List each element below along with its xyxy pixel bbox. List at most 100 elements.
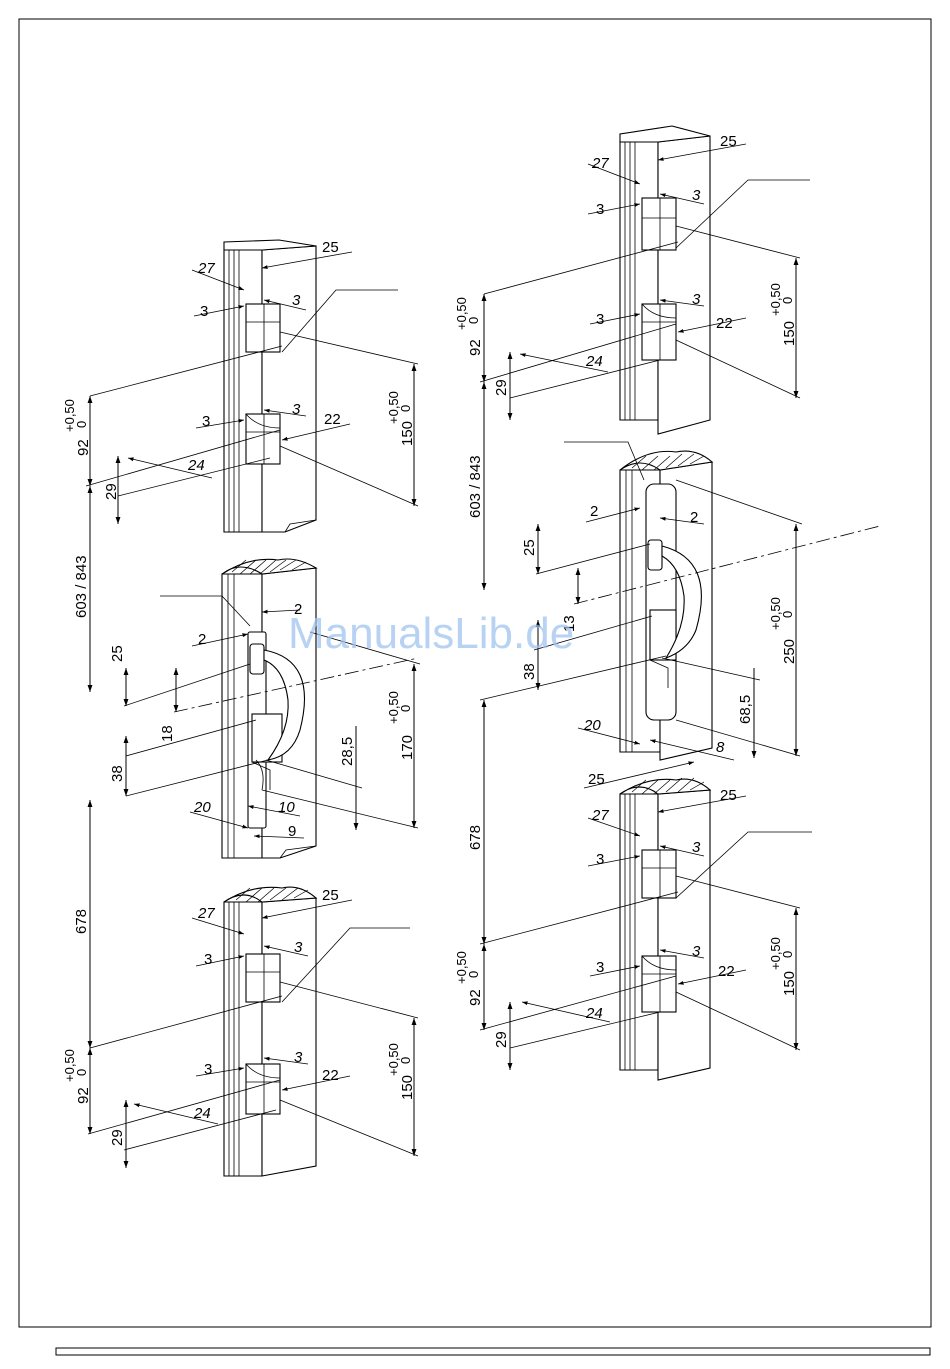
dim-29: 29	[109, 1129, 126, 1146]
tol-top: +0,50	[768, 283, 783, 316]
dim-3: 3	[294, 1049, 303, 1066]
dim-3: 3	[692, 839, 701, 856]
tol-bottom: 0	[398, 1057, 413, 1064]
right-dim-603: 603 / 843	[467, 382, 487, 590]
right-bottom-keeper-dimensions: 25 27 3 3 3 3 22 24 150 +0,50 0 92 +0,50…	[454, 787, 812, 1070]
dim-2: 2	[590, 503, 598, 520]
dim-24: 24	[193, 1105, 211, 1122]
dim-92: 92	[467, 989, 484, 1006]
dim-24: 24	[585, 1005, 603, 1022]
tol-top: +0,50	[386, 1043, 401, 1076]
right-center-dimensions: 2 2 25 13 38 68,5 250 +0,50 0 20 8 25	[479, 441, 881, 789]
left-center-part	[221, 558, 318, 859]
dim-8: 8	[716, 739, 725, 756]
dim-27: 27	[197, 905, 215, 922]
dim-2: 2	[690, 509, 698, 526]
dim-25: 25	[521, 539, 538, 556]
tol-bottom: 0	[74, 1069, 89, 1076]
left-top-keeper	[223, 239, 317, 533]
dim-678: 678	[73, 909, 90, 934]
tol-bottom: 0	[780, 951, 795, 958]
tol-top: +0,50	[768, 597, 783, 630]
watermark: ManualsLib.de	[288, 609, 574, 658]
right-center-part	[619, 450, 714, 761]
dim-29: 29	[493, 379, 510, 396]
dim-3: 3	[596, 201, 604, 218]
tol-top: +0,50	[386, 691, 401, 724]
dim-150: 150	[781, 971, 798, 996]
dim-27: 27	[197, 260, 215, 277]
tol-bottom: 0	[398, 405, 413, 412]
dim-3: 3	[202, 413, 210, 430]
right-top-keeper-dimensions: 25 27 3 3 3 3 22 24 150 +0,50 0 92 +0,50…	[454, 133, 810, 420]
dim-2: 2	[294, 601, 302, 618]
dim-678: 678	[467, 825, 484, 850]
tol-top: +0,50	[62, 1049, 77, 1082]
dim-3: 3	[204, 951, 212, 968]
right-top-keeper	[619, 125, 711, 435]
tol-top: +0,50	[768, 937, 783, 970]
dim-20: 20	[193, 799, 211, 816]
dim-9: 9	[288, 823, 296, 840]
left-top-keeper-dimensions: 25 27 3 3 3 3 22 24 150 +0,50 0 92 +0,50…	[62, 239, 419, 524]
right-bottom-keeper	[619, 777, 712, 1081]
tol-bottom: 0	[780, 297, 795, 304]
left-bottom-keeper-dimensions: 25 27 3 3 3 3 22 24 150 +0,50 0 92 +0,50…	[62, 887, 419, 1168]
dim-3: 3	[596, 851, 604, 868]
dim-68-5: 68,5	[737, 695, 754, 724]
dim-24: 24	[585, 353, 603, 370]
dim-92: 92	[75, 439, 92, 456]
dim-3: 3	[596, 959, 604, 976]
tol-bottom: 0	[398, 705, 413, 712]
tol-top: +0,50	[454, 951, 469, 984]
left-dim-603: 603 / 843	[73, 486, 93, 692]
dim-603-843: 603 / 843	[467, 455, 484, 518]
left-dim-678: 678	[73, 800, 93, 1048]
dim-38: 38	[109, 765, 126, 782]
tol-bottom: 0	[466, 971, 481, 978]
dim-29: 29	[103, 483, 120, 500]
dim-92: 92	[467, 339, 484, 356]
dim-27: 27	[591, 807, 609, 824]
dim-25: 25	[322, 887, 339, 904]
dim-24: 24	[187, 457, 205, 474]
tol-bottom: 0	[74, 421, 89, 428]
dim-18: 18	[159, 725, 176, 742]
dim-25: 25	[720, 133, 737, 150]
page-border	[18, 18, 932, 1328]
dim-10: 10	[278, 799, 295, 816]
left-bottom-keeper	[223, 886, 318, 1177]
dim-22: 22	[718, 963, 735, 980]
tol-bottom: 0	[466, 317, 481, 324]
dim-150: 150	[399, 1075, 416, 1100]
dim-2: 2	[198, 631, 206, 648]
dim-29: 29	[493, 1031, 510, 1048]
dim-20: 20	[583, 717, 601, 734]
dim-3: 3	[292, 401, 301, 418]
dim-3: 3	[292, 292, 301, 309]
footer-bar	[55, 1347, 931, 1356]
dim-25: 25	[588, 771, 605, 788]
dim-92: 92	[75, 1087, 92, 1104]
dim-38: 38	[521, 663, 538, 680]
dim-3: 3	[294, 939, 303, 956]
dim-25: 25	[720, 787, 737, 804]
dim-28-5: 28,5	[339, 737, 356, 766]
dim-3: 3	[692, 291, 701, 308]
dim-3: 3	[200, 303, 208, 320]
tol-top: +0,50	[386, 391, 401, 424]
dim-25: 25	[322, 239, 339, 256]
dim-250: 250	[781, 639, 798, 664]
dim-150: 150	[399, 421, 416, 446]
dim-22: 22	[716, 315, 733, 332]
dim-170: 170	[399, 735, 416, 760]
dim-22: 22	[322, 1067, 339, 1084]
tol-top: +0,50	[62, 399, 77, 432]
dim-150: 150	[781, 321, 798, 346]
dim-25: 25	[109, 645, 126, 662]
dim-3: 3	[692, 943, 701, 960]
left-center-dimensions: 2 2 25 18 38 28,5 170 +0,50 0 20 10 9	[109, 595, 421, 840]
tol-top: +0,50	[454, 297, 469, 330]
